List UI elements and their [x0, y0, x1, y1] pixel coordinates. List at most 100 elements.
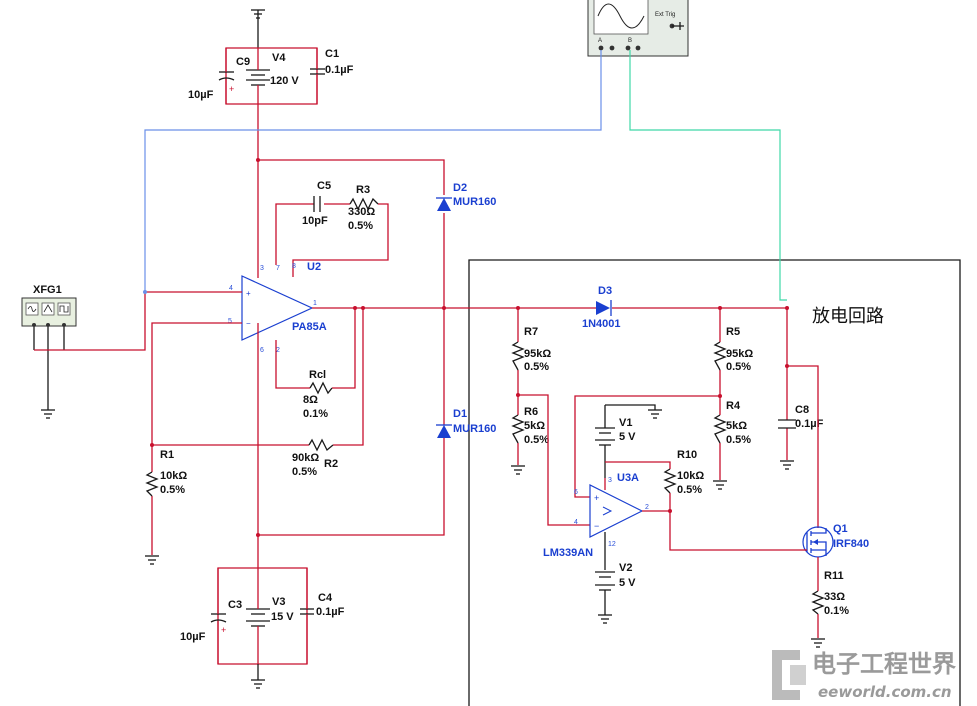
r2-tol: 0.5% — [292, 466, 317, 478]
junction-dots — [150, 158, 789, 537]
r1-name: R1 — [160, 449, 174, 461]
rcl-tol: 0.1% — [303, 408, 328, 420]
comparator-symbol-icon — [602, 506, 613, 516]
u3-name: U3A — [617, 472, 639, 484]
resistor-icon — [511, 341, 525, 371]
scope-ext-trig-label: Ext Trig — [655, 12, 675, 18]
u2-pin5: 5 — [228, 318, 232, 325]
ground-icon — [511, 465, 525, 475]
triangle-wave-icon — [43, 304, 53, 313]
r5-name: R5 — [726, 326, 740, 338]
r7-value: 95kΩ — [524, 348, 551, 360]
v1-top-lead — [605, 404, 656, 410]
u3-pin2: 2 — [645, 504, 649, 511]
v4-name: V4 — [272, 52, 286, 64]
resistor-icon — [145, 471, 159, 497]
r1-tol: 0.5% — [160, 484, 185, 496]
c1-name: C1 — [325, 48, 339, 60]
r7-name: R7 — [524, 326, 538, 338]
c4-value: 0.1µF — [316, 606, 345, 618]
v1-name: V1 — [619, 417, 632, 429]
u2-pin7: 7 — [276, 265, 280, 272]
v2-value: 5 V — [619, 577, 636, 589]
c5-r3-network — [275, 203, 389, 277]
v1-value: 5 V — [619, 431, 636, 443]
resistor-icon — [511, 414, 525, 444]
u2-minus-mark: − — [246, 319, 251, 328]
r7-tol: 0.5% — [524, 361, 549, 373]
u3-pin6: 6 — [574, 489, 578, 496]
function-generator-xfg1[interactable] — [21, 297, 77, 327]
u2-pin3: 3 — [260, 265, 264, 272]
r3-tol: 0.5% — [348, 220, 373, 232]
v2-name: V2 — [619, 562, 632, 574]
rcl-name: Rcl — [309, 369, 326, 381]
u2-pin1: 1 — [313, 300, 317, 307]
c4-name: C4 — [318, 592, 333, 604]
ground-icon — [780, 460, 794, 470]
ground-icon — [251, 679, 265, 689]
diode-icon — [436, 197, 452, 211]
comparator-u3a-icon — [589, 484, 644, 538]
region-label: 放电回路 — [812, 306, 884, 327]
v3-value: 15 V — [271, 611, 294, 623]
diode-icon — [436, 424, 452, 438]
u3-pin12: 12 — [608, 541, 616, 548]
c3-name: C3 — [228, 599, 242, 611]
opamp-u2-icon — [241, 275, 314, 341]
u2-pin8: 8 — [292, 263, 296, 270]
c8-value: 0.1µF — [795, 418, 824, 430]
d1-anode-wire — [258, 438, 445, 536]
d1-part: MUR160 — [453, 423, 496, 435]
r4-name: R4 — [726, 400, 741, 412]
scope-channel-b-label: B — [628, 38, 632, 44]
r10-value: 10kΩ — [677, 470, 704, 482]
sine-wave-icon — [597, 3, 645, 29]
resistor-icon — [309, 381, 333, 395]
c5-value: 10pF — [302, 215, 328, 227]
u3-part: LM339AN — [543, 547, 593, 559]
rcl-value: 8Ω — [303, 394, 318, 406]
v4-value: 120 V — [270, 75, 299, 87]
ext-trig-terminal — [672, 22, 684, 30]
probe-b-wire — [629, 50, 787, 301]
c1-value: 0.1µF — [325, 64, 354, 76]
ground-icon — [145, 555, 159, 565]
xfg1-name: XFG1 — [33, 284, 62, 296]
resistor-icon — [713, 414, 727, 444]
u2-plus-mark: + — [246, 289, 251, 298]
oscilloscope[interactable] — [587, 0, 689, 57]
q1-part: IRF840 — [833, 538, 869, 550]
r4-value: 5kΩ — [726, 420, 747, 432]
r10-tol: 0.5% — [677, 484, 702, 496]
xfg1-leads — [33, 327, 65, 410]
u3-minus-mark: − — [594, 521, 599, 531]
c9-value: 10µF — [188, 89, 214, 101]
bottom-supply-loop — [217, 567, 308, 665]
mosfet-icon — [802, 526, 834, 558]
u3-plus-mark: + — [594, 493, 599, 503]
svg-text:+: + — [221, 625, 226, 635]
square-wave-icon — [59, 305, 69, 313]
xfg1-to-u2-plus — [34, 291, 242, 351]
resistor-icon — [349, 197, 379, 211]
u3-pin4: 4 — [574, 519, 578, 526]
resistor-icon — [811, 590, 825, 615]
d3-part: 1N4001 — [582, 318, 621, 330]
resistor-icon — [663, 468, 677, 494]
v3-name: V3 — [272, 596, 285, 608]
sine-wave-icon — [27, 306, 37, 312]
capacitor-icon — [778, 419, 796, 429]
q1-name: Q1 — [833, 523, 848, 535]
scope-channel-a-label: A — [598, 38, 602, 44]
r4-tol: 0.5% — [726, 434, 751, 446]
u2-pin6: 6 — [260, 347, 264, 354]
d2-part: MUR160 — [453, 196, 496, 208]
probe-a-wire — [144, 50, 602, 292]
ground-icon — [811, 638, 825, 648]
r11-name: R11 — [824, 570, 844, 582]
r4-tap-to-u3-plus — [574, 395, 720, 498]
rcl-loop — [275, 308, 356, 389]
r3-name: R3 — [356, 184, 370, 196]
